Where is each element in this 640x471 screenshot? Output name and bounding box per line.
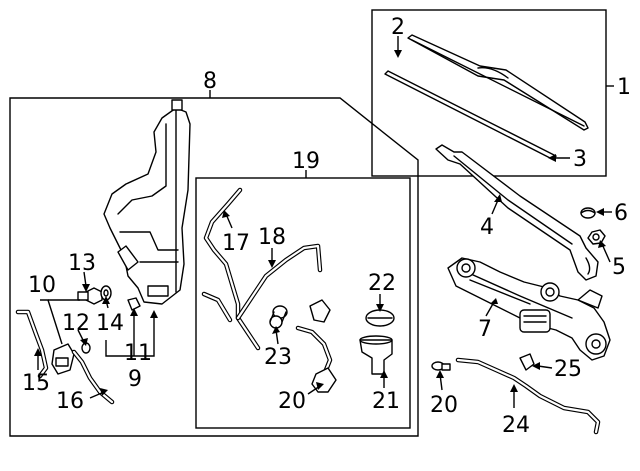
arrow-4: [494, 194, 502, 202]
hose-kit-frame: [195, 177, 411, 429]
arrow-14: [102, 296, 110, 304]
callout-23: 23: [264, 345, 292, 370]
arrow-23: [272, 326, 280, 334]
arrow-16: [100, 388, 108, 396]
connector-23: [269, 305, 288, 329]
callout-7: 7: [478, 317, 492, 342]
callout-16: 16: [56, 389, 84, 414]
wiper-linkage-motor: [447, 257, 611, 361]
rear-washer-tube: [455, 357, 601, 435]
callout-24: 24: [502, 413, 530, 438]
hose-18: [235, 243, 323, 321]
callout-19: 19: [292, 149, 320, 174]
arm-cap: [580, 207, 596, 219]
arrow-13: [82, 284, 90, 292]
arrow-21: [380, 370, 388, 378]
wiper-blade-assembly: [407, 34, 589, 131]
hose-bottom: [71, 349, 115, 405]
tube-clip-25: [519, 353, 535, 371]
callout-12: 12: [62, 311, 90, 336]
arrow-25: [532, 362, 540, 370]
connector-20-right: [431, 361, 451, 371]
washer-reservoir: [103, 99, 191, 305]
leader-5: [601, 243, 611, 263]
callout-9: 9: [128, 367, 142, 392]
arrow-20a: [316, 382, 324, 390]
arrow-24: [510, 384, 518, 392]
arrow-11b: [150, 310, 158, 318]
callout-4: 4: [480, 215, 494, 240]
callout-22: 22: [368, 271, 396, 296]
leader-10: [40, 299, 63, 345]
filler-neck: [359, 335, 393, 375]
callout-8: 8: [203, 69, 217, 94]
callout-20-right: 20: [430, 393, 458, 418]
arrow-2: [394, 50, 402, 58]
callout-1: 1: [617, 75, 631, 100]
arrow-11a: [130, 308, 138, 316]
callout-14: 14: [96, 311, 124, 336]
elbow-hose: [295, 299, 333, 373]
leader-25: [537, 365, 553, 369]
callout-5: 5: [612, 255, 626, 280]
washer-pump: [77, 287, 103, 305]
arrow-6: [596, 208, 604, 216]
arrow-12: [80, 338, 88, 346]
arrow-7: [490, 298, 498, 304]
arrow-22: [376, 304, 384, 312]
callout-13: 13: [68, 251, 96, 276]
arm-nut: [587, 229, 606, 245]
wiper-blade-insert: [384, 70, 557, 161]
callout-25: 25: [554, 357, 582, 382]
hose-17: [201, 187, 261, 351]
callout-15: 15: [22, 371, 50, 396]
arrow-15: [34, 348, 42, 356]
leader-13: [83, 271, 87, 287]
arrow-18: [268, 260, 276, 268]
callout-3: 3: [573, 147, 587, 172]
callout-6: 6: [614, 201, 628, 226]
callout-10: 10: [28, 273, 56, 298]
arrow-20b: [436, 370, 444, 378]
reservoir-group-frame: [9, 97, 419, 437]
arrow-3: [548, 154, 556, 162]
hose-left: [15, 309, 49, 379]
callout-21: 21: [372, 389, 400, 414]
leader-9: [105, 340, 155, 357]
level-sensor: [51, 343, 75, 375]
callout-18: 18: [258, 225, 286, 250]
arrow-5: [598, 240, 606, 248]
filler-cap: [365, 309, 395, 327]
callout-17: 17: [222, 231, 250, 256]
level-sensor-grommet: [127, 297, 141, 311]
leader-7: [485, 301, 495, 317]
leader-4: [491, 199, 499, 215]
arrow-17: [222, 210, 230, 218]
wiper-arm: [435, 144, 599, 281]
callout-20-kit: 20: [278, 389, 306, 414]
callout-2: 2: [391, 15, 405, 40]
callout-11: 11: [124, 341, 152, 366]
